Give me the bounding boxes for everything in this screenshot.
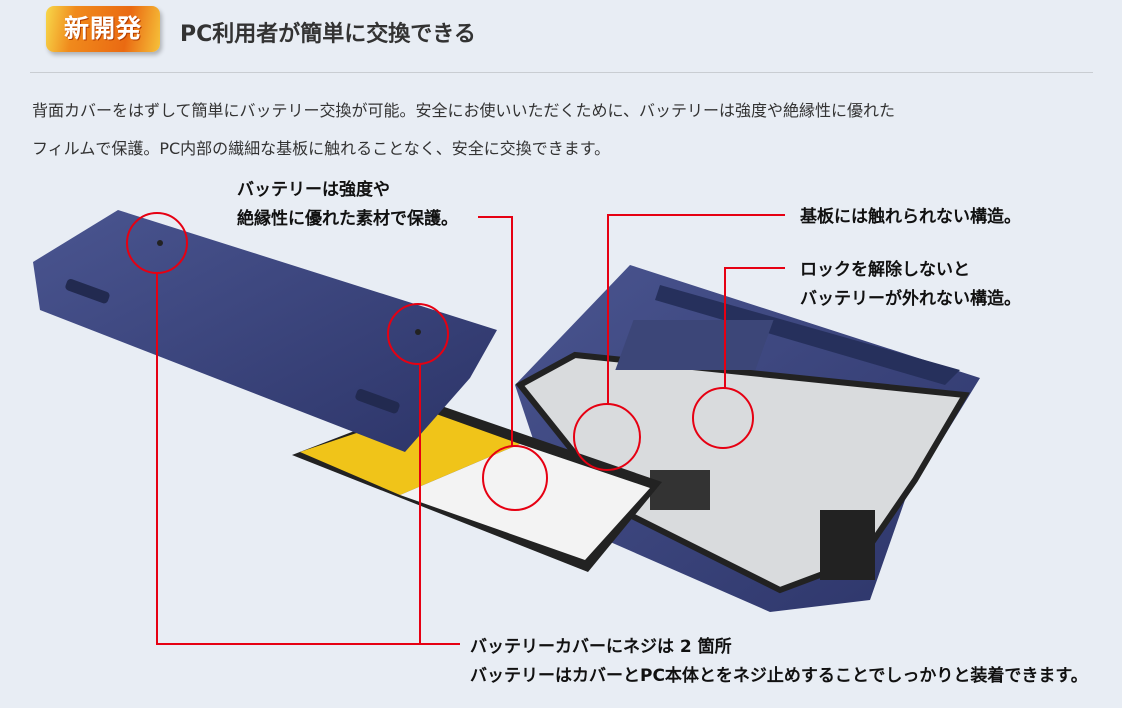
description-line: フィルムで保護。PC内部の繊細な基板に触れることなく、安全に交換できます。 xyxy=(32,139,611,158)
callout-film: バッテリーは強度や 絶縁性に優れた素材で保護。 xyxy=(237,176,458,234)
battery xyxy=(292,402,662,572)
description-line: 背面カバーをはずして簡単にバッテリー交換が可能。安全にお使いいただくために、バッ… xyxy=(32,101,896,120)
leader-lines xyxy=(126,212,785,645)
description: 背面カバーをはずして簡単にバッテリー交換が可能。安全にお使いいただくために、バッ… xyxy=(32,92,1102,168)
lock-highlight-circle xyxy=(692,387,754,449)
callout-text: 絶縁性に優れた素材で保護。 xyxy=(237,209,458,229)
section-title: PC利用者が簡単に交換できる xyxy=(180,22,476,47)
callout-text: ロックを解除しないと xyxy=(800,260,970,280)
film-highlight-circle xyxy=(482,445,548,511)
callout-text: バッテリーはカバーとPC本体とをネジ止めすることでしっかりと装着できます。 xyxy=(470,666,1088,686)
callout-screws: バッテリーカバーにネジは 2 箇所 バッテリーはカバーとPC本体とをネジ止めする… xyxy=(470,633,1088,691)
divider xyxy=(30,72,1093,73)
callout-text: 基板には触れられない構造。 xyxy=(800,207,1021,227)
callout-text: バッテリーカバーにネジは 2 箇所 xyxy=(470,637,732,657)
callout-board: 基板には触れられない構造。 xyxy=(800,203,1021,232)
screw-highlight-circle xyxy=(387,303,449,365)
battery-cover xyxy=(33,210,497,452)
callout-text: バッテリーが外れない構造。 xyxy=(800,289,1021,309)
callout-lock: ロックを解除しないと バッテリーが外れない構造。 xyxy=(800,256,1021,314)
new-development-badge: 新開発 xyxy=(46,6,160,52)
callout-text: バッテリーは強度や xyxy=(237,180,390,200)
